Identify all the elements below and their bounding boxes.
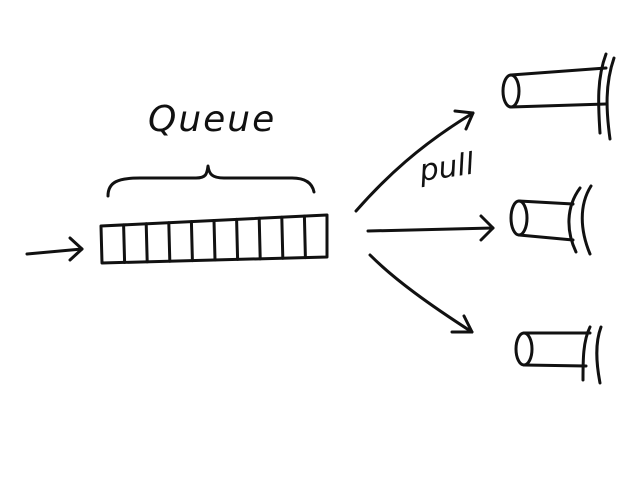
consumer-pipe-top	[501, 52, 616, 141]
consumer-pipe-middle-break	[567, 184, 593, 256]
queue-slot-divider	[144, 222, 149, 264]
queue-slots	[122, 214, 307, 264]
consumer-pipe-middle-end	[509, 199, 529, 237]
consumer-pipe-bottom-body	[522, 331, 592, 368]
consumer-pipe-middle-body	[517, 199, 575, 242]
consumer-pipe-top-end	[501, 73, 521, 109]
consumer-pipe-middle	[509, 184, 593, 256]
queue-slot-divider	[302, 214, 307, 260]
pull-arrow-middle	[366, 214, 495, 242]
queue-slot-divider	[280, 215, 285, 260]
consumer-pipe-top-body	[509, 66, 608, 109]
queue-slot-divider	[122, 223, 127, 264]
pull-arrow-top-shaft	[354, 111, 475, 213]
pull-arrow-bottom	[368, 253, 474, 334]
queue-slot-divider	[212, 219, 217, 262]
pull-arrow-middle-head	[479, 214, 495, 242]
queue-brace	[106, 164, 316, 198]
consumer-pipe-bottom	[514, 325, 603, 385]
pull-arrow-bottom-head	[450, 314, 474, 334]
queue-slot-divider	[257, 216, 262, 261]
queue-slot-divider	[189, 220, 194, 263]
pull-arrow-top	[354, 109, 475, 213]
input-arrow-head	[68, 236, 84, 262]
queue-slot-divider	[235, 217, 240, 261]
pull-arrow-top-head	[453, 109, 475, 131]
queue-label: Queue	[148, 99, 276, 140]
pull-arrow-middle-shaft	[366, 226, 495, 233]
input-arrow-shaft	[25, 247, 84, 256]
pull-label: pull	[416, 147, 477, 190]
input-arrow	[25, 236, 84, 262]
pull-arrow-bottom-shaft	[368, 253, 474, 334]
consumer-pipe-top-break	[597, 52, 616, 141]
queue-box	[99, 213, 329, 265]
consumer-pipe-bottom-end	[514, 331, 534, 367]
consumer-pipe-bottom-break	[581, 325, 603, 385]
queue-slot-divider	[167, 221, 172, 263]
queue-outline	[99, 213, 329, 265]
